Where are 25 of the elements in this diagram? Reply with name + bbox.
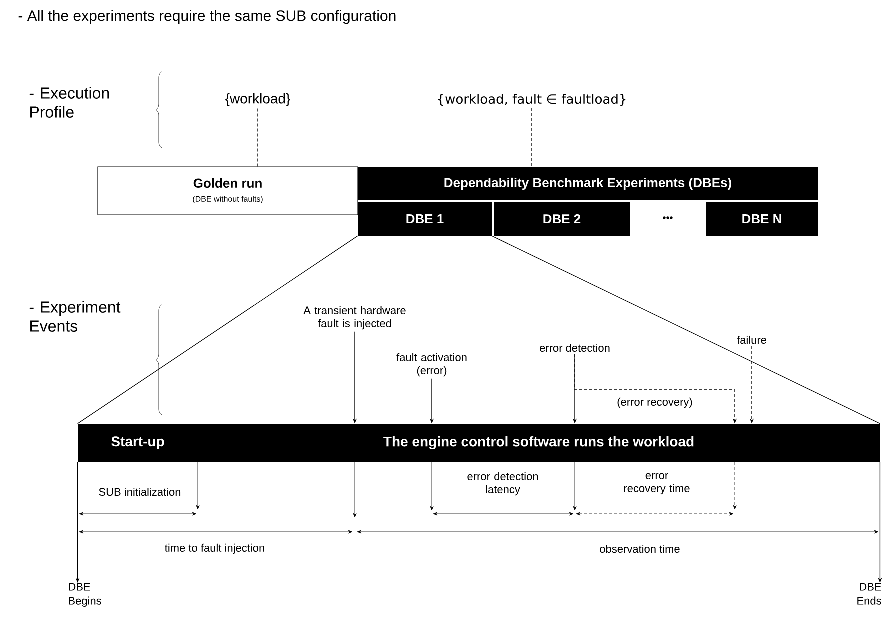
annotation-text: {workload, fault ∈ faultload} — [438, 94, 626, 106]
dimension-label: error detection latency — [468, 472, 538, 496]
time-label: DBE Begins — [69, 583, 102, 608]
edge-label: (error recovery) — [616, 396, 694, 410]
event-label: error detection — [540, 344, 610, 352]
node-label: The engine control software runs the workload — [384, 436, 694, 450]
event-label: failure — [737, 336, 766, 344]
event-label: A transient hardware fault is injected — [304, 306, 406, 330]
section-heading: - Execution Profile — [30, 87, 110, 118]
experiment-box: DBE 2 — [494, 202, 630, 236]
title: - All the experiments require the same SUB configuration — [18, 10, 396, 24]
time-label: DBE Ends — [858, 583, 882, 605]
node-label: Start-up — [112, 436, 164, 450]
annotation-text: {workload} — [226, 93, 290, 107]
experiment-box: DBE 1 — [358, 202, 492, 236]
phase-bar: Start-up — [78, 424, 198, 462]
golden-run-box: Golden run (DBE without faults) — [98, 166, 358, 216]
event-label: fault activation (error) — [396, 353, 467, 377]
experiment-box: DBE N — [706, 202, 818, 236]
dimension-label: error recovery time — [624, 473, 690, 495]
dimension-label: time to fault injection — [165, 544, 264, 554]
ellipsis: ••• — [663, 216, 673, 220]
section-heading: - Experiment Events — [30, 301, 121, 332]
dimension-label: SUB initialization — [99, 488, 181, 496]
dimension-label: observation time — [600, 544, 680, 554]
